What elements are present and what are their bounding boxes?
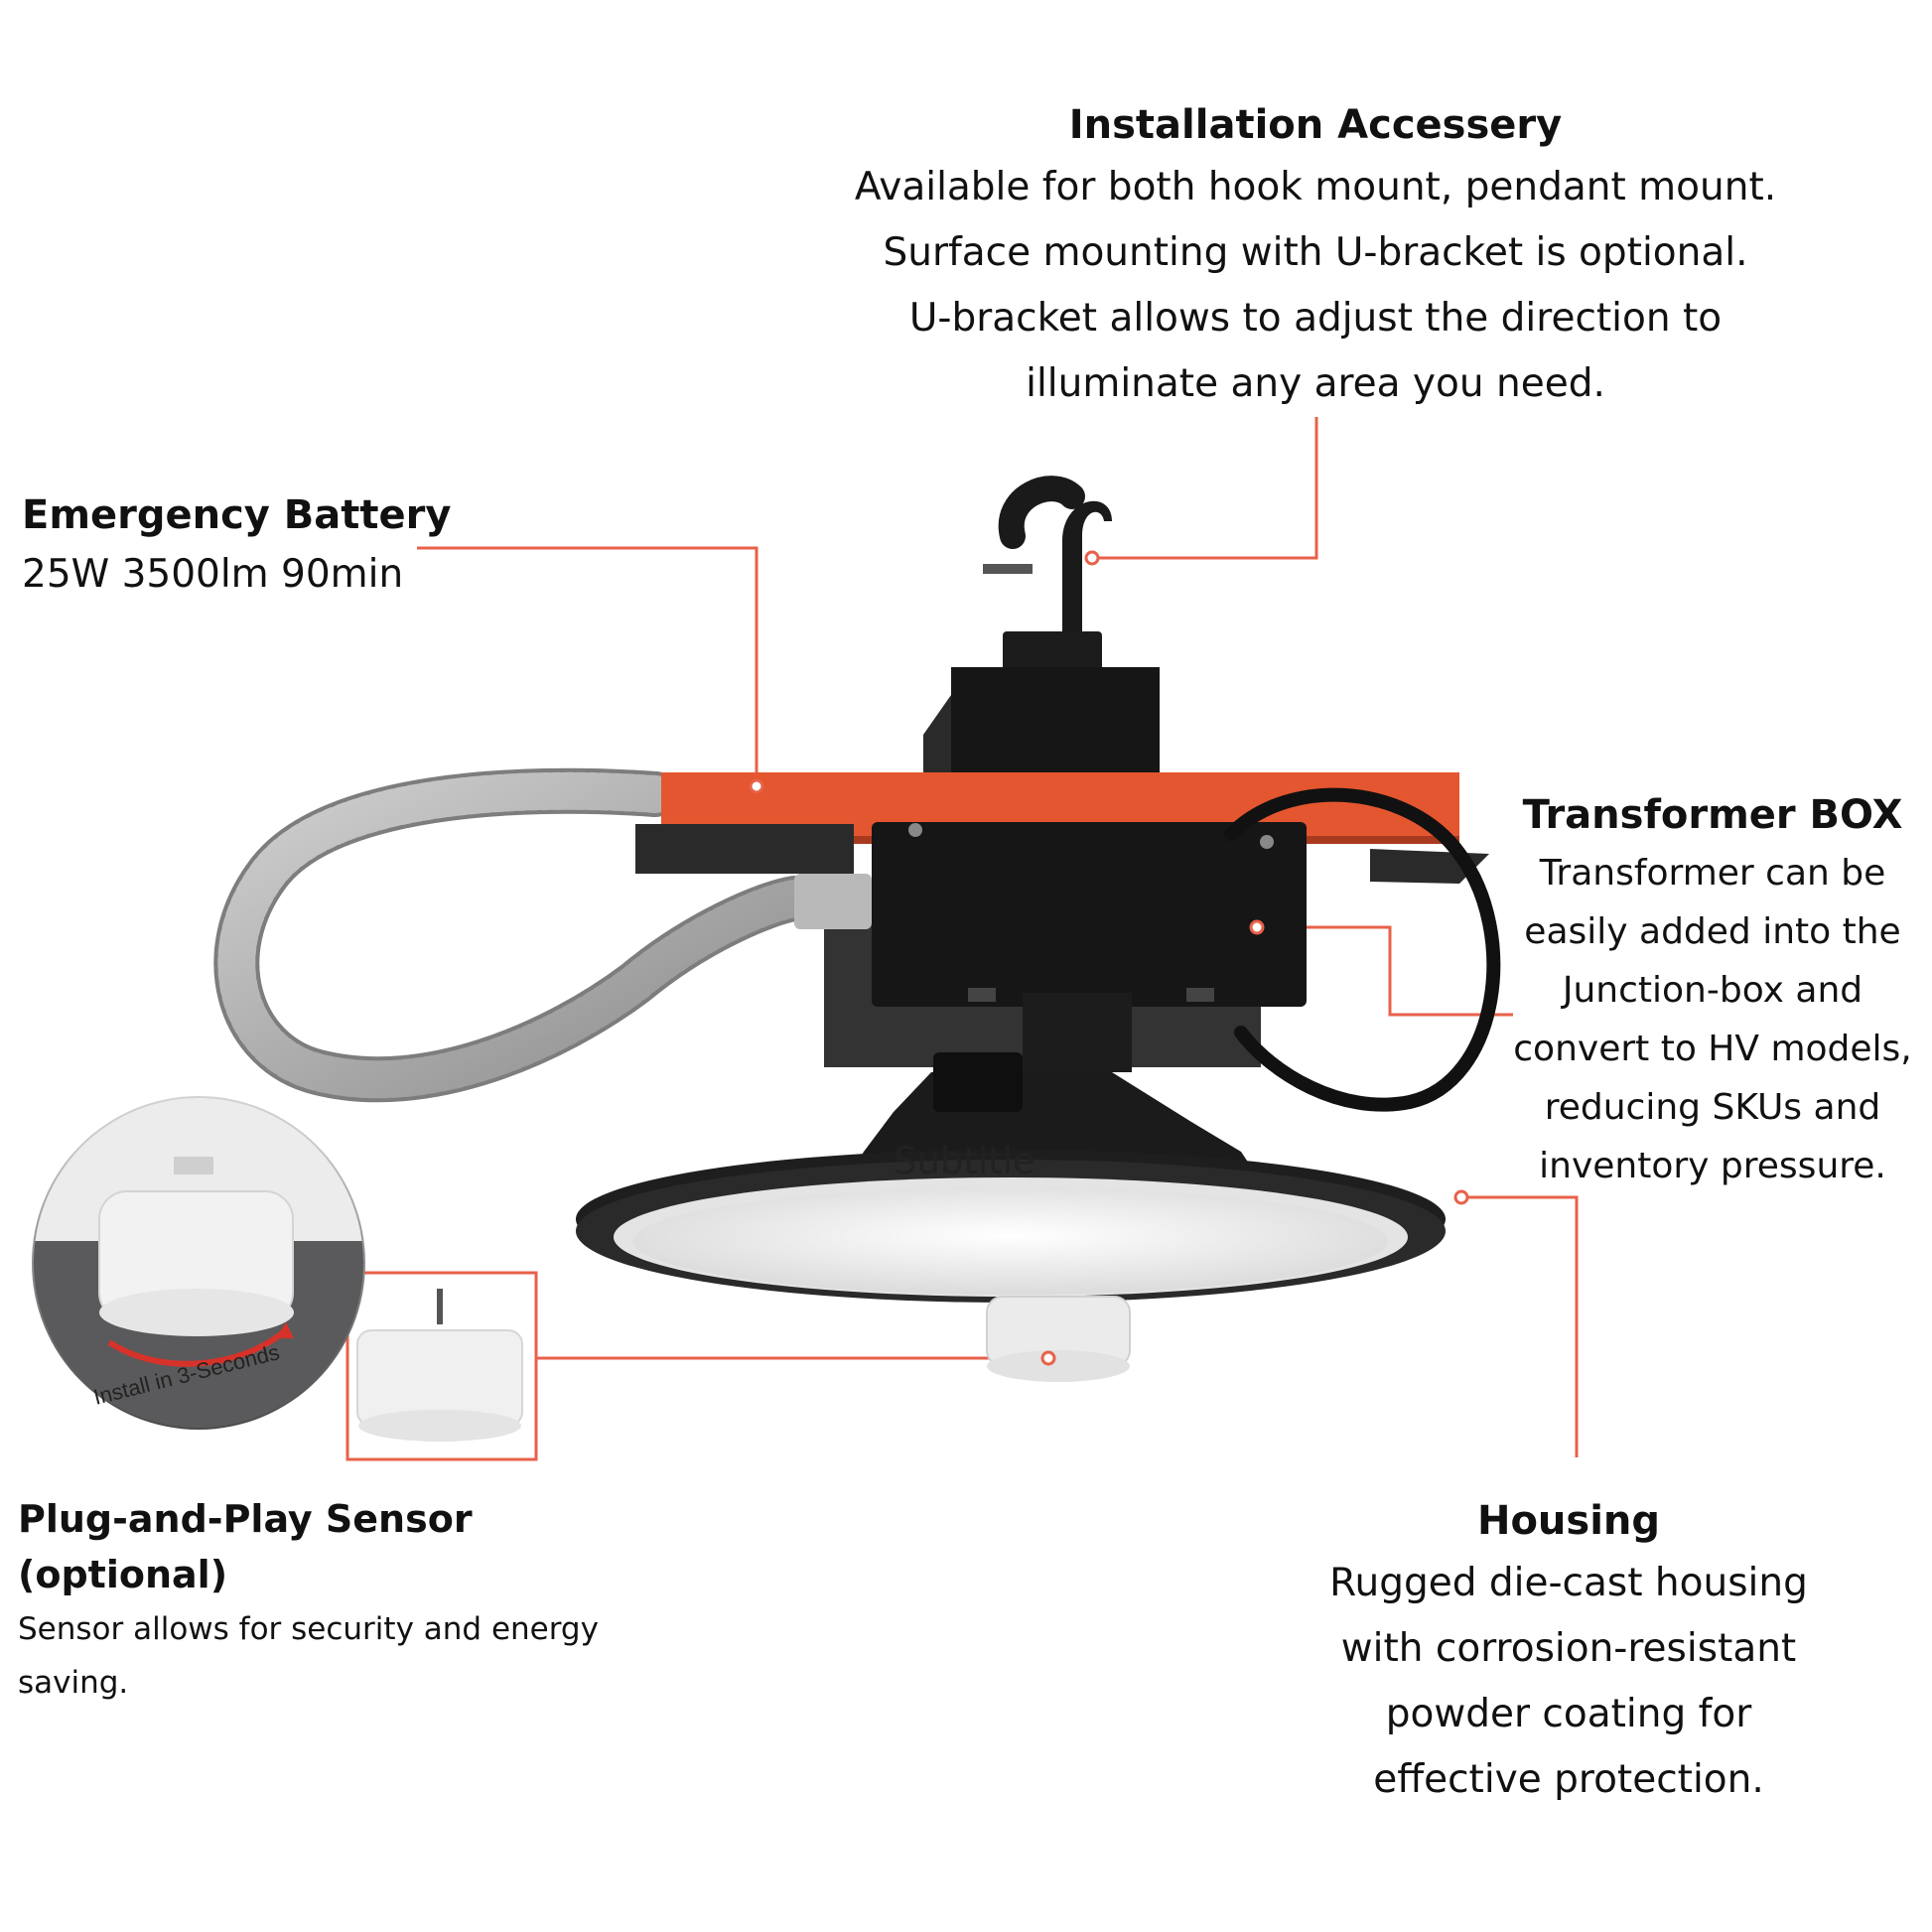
transformer-callout-line bbox=[1259, 925, 1513, 1017]
housing-title: Housing bbox=[1476, 1498, 1661, 1544]
battery-title: Emergency Battery bbox=[22, 492, 452, 538]
transformer-line: Transformer can be bbox=[1539, 853, 1886, 894]
hook bbox=[983, 476, 1112, 671]
housing-line: Rugged die-cast housing bbox=[1329, 1561, 1808, 1605]
sensor-title: Plug-and-Play Sensor (optional) bbox=[18, 1497, 473, 1596]
housing-line: powder coating for bbox=[1385, 1692, 1752, 1736]
sensor-callout-box bbox=[345, 1271, 538, 1461]
housing-line: effective protection. bbox=[1373, 1757, 1764, 1802]
sensor-line: Sensor allows for security and energy bbox=[18, 1611, 599, 1647]
battery-callout-line bbox=[417, 546, 759, 786]
battery-spec: 25W 3500lm 90min bbox=[22, 552, 404, 597]
housing-dot bbox=[1453, 1189, 1469, 1205]
center-sensor bbox=[986, 1296, 1131, 1382]
flexible-conduit bbox=[213, 767, 817, 1103]
installation-line: Surface mounting with U-bracket is optio… bbox=[883, 230, 1748, 275]
installation-line: U-bracket allows to adjust the direction… bbox=[908, 296, 1723, 341]
installation-line: illuminate any area you need. bbox=[1026, 361, 1605, 406]
battery-dot bbox=[749, 778, 764, 794]
installation-callout-line bbox=[1094, 417, 1318, 560]
housing-callout: Housing Rugged die-cast housing with cor… bbox=[1291, 1491, 1847, 1813]
callout-dots bbox=[749, 550, 1469, 1366]
transformer-line: convert to HV models, bbox=[1513, 1029, 1912, 1069]
transformer-line: easily added into the bbox=[1524, 911, 1901, 952]
housing-line: with corrosion-resistant bbox=[1340, 1626, 1797, 1671]
installation-line: Available for both hook mount, pendant m… bbox=[854, 165, 1777, 209]
transformer-title: Transformer BOX bbox=[1522, 792, 1903, 838]
upper-box bbox=[951, 667, 1160, 786]
transformer-line: reducing SKUs and bbox=[1544, 1087, 1881, 1128]
sensor-dot bbox=[1040, 1350, 1056, 1366]
emergency-battery-callout: Emergency Battery 25W 3500lm 90min bbox=[22, 488, 451, 608]
housing-callout-line bbox=[1461, 1195, 1579, 1457]
callout-lines bbox=[345, 417, 1579, 1461]
sensor-callout: Plug-and-Play Sensor (optional) Sensor a… bbox=[18, 1491, 693, 1710]
transformer-box-callout: Transformer BOX Transformer can be easil… bbox=[1499, 786, 1926, 1195]
installation-accessory-callout: Installation Accessery Available for bot… bbox=[814, 95, 1817, 417]
transformer-dot bbox=[1249, 919, 1265, 935]
transformer-line: Junction-box and bbox=[1562, 970, 1863, 1011]
ufo-housing bbox=[576, 1150, 1446, 1303]
installation-title: Installation Accessery bbox=[1068, 102, 1563, 148]
subtitle-label: Subtitle bbox=[894, 1140, 1035, 1182]
sensor-line: saving. bbox=[18, 1665, 129, 1701]
transformer-line: inventory pressure. bbox=[1539, 1146, 1886, 1186]
junction-box bbox=[794, 822, 1307, 1007]
installation-dot bbox=[1084, 550, 1100, 566]
standalone-sensor bbox=[356, 1289, 523, 1442]
power-cable bbox=[1224, 787, 1501, 1112]
